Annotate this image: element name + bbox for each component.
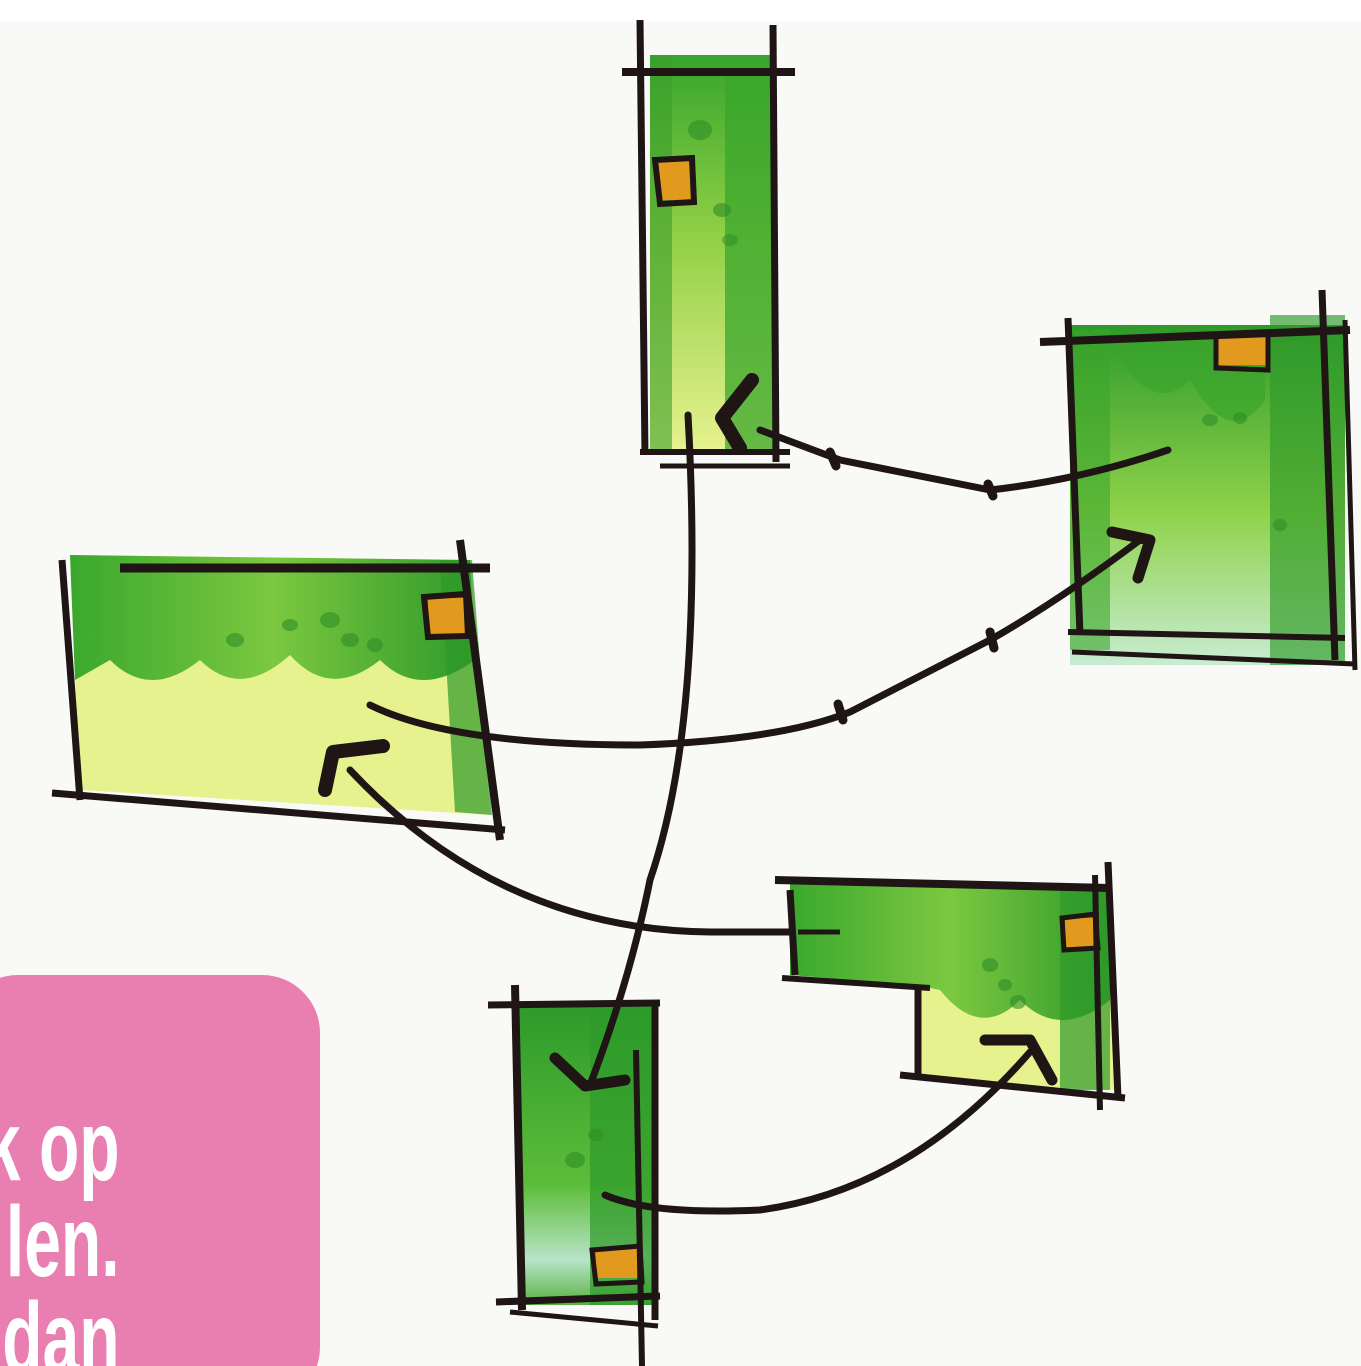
caption-line-3: dan [0, 1290, 120, 1366]
caption-text: k op len. dan [0, 1098, 120, 1366]
house-marker-icon [596, 1248, 638, 1278]
house-marker-icon [428, 598, 468, 634]
arrow-top-to-bottom [590, 415, 692, 1085]
garden-bottom [488, 985, 660, 1366]
house-marker-icon [1218, 335, 1266, 365]
garden-left [52, 540, 505, 840]
garden-bottom-right [775, 862, 1125, 1110]
caption-clip: k op len. dan [0, 975, 320, 1366]
garden-top [622, 20, 795, 466]
garden-right [1040, 290, 1355, 670]
caption-line-1: k op [0, 1098, 120, 1194]
caption-line-2: len. [0, 1194, 120, 1290]
